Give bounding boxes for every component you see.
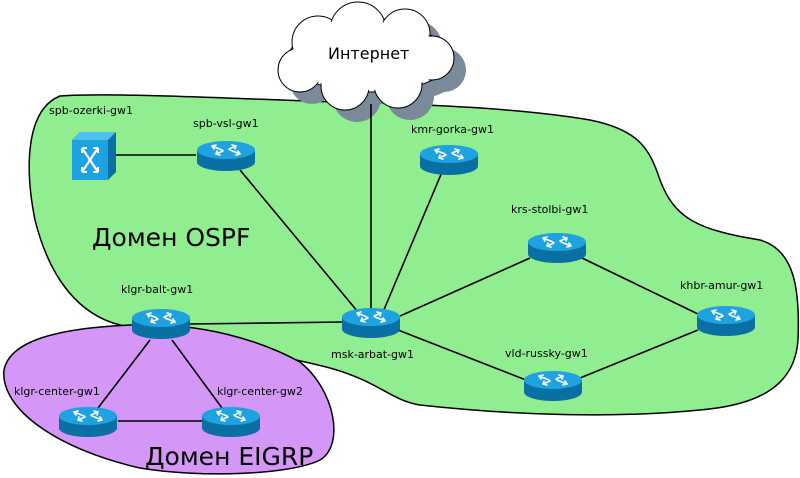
ospf-domain-label: Домен OSPF — [92, 223, 250, 252]
krs-stolbi-label: krs-stolbi-gw1 — [511, 203, 588, 216]
link-krs-stolbi-khbr-amur — [581, 257, 699, 315]
klgr-center1-label: klgr-center-gw1 — [14, 385, 100, 398]
spb-ozerki-switch-icon — [70, 130, 118, 182]
khbr-amur-router-icon — [696, 305, 756, 337]
khbr-amur-label: khbr-amur-gw1 — [680, 279, 763, 292]
internet-cloud — [277, 1, 466, 122]
link-klgr-balt-klgr-center2 — [171, 339, 223, 409]
kmr-gorka-label: kmr-gorka-gw1 — [411, 123, 494, 136]
msk-arbat-router-icon — [341, 307, 401, 339]
klgr-center2-label: klgr-center-gw2 — [217, 385, 303, 398]
link-krs-stolbi-msk-arbat — [399, 257, 531, 317]
link-klgr-balt-msk-arbat — [189, 321, 343, 325]
kmr-gorka-router-icon — [419, 144, 479, 176]
link-spb-vsl-msk-arbat — [239, 169, 359, 313]
klgr-balt-label: klgr-balt-gw1 — [121, 283, 193, 296]
klgr-center1-router-icon — [58, 406, 118, 438]
msk-arbat-label: msk-arbat-gw1 — [331, 348, 414, 361]
klgr-center2-router-icon — [201, 406, 261, 438]
eigrp-domain-label: Домен EIGRP — [145, 442, 313, 471]
klgr-balt-router-icon — [131, 308, 191, 340]
internet-label: Интернет — [328, 44, 409, 63]
link-kmr-gorka-msk-arbat — [382, 171, 443, 313]
link-vld-russky-khbr-amur — [579, 329, 699, 379]
spb-ozerki-label: spb-ozerki-gw1 — [49, 104, 133, 117]
vld-russky-label: vld-russky-gw1 — [505, 347, 588, 360]
link-klgr-balt-klgr-center1 — [97, 339, 151, 409]
krs-stolbi-router-icon — [527, 232, 587, 264]
vld-russky-router-icon — [523, 370, 583, 402]
link-msk-arbat-vld-russky — [397, 329, 527, 381]
spb-vsl-router-icon — [196, 140, 256, 172]
spb-vsl-label: spb-vsl-gw1 — [193, 117, 259, 130]
